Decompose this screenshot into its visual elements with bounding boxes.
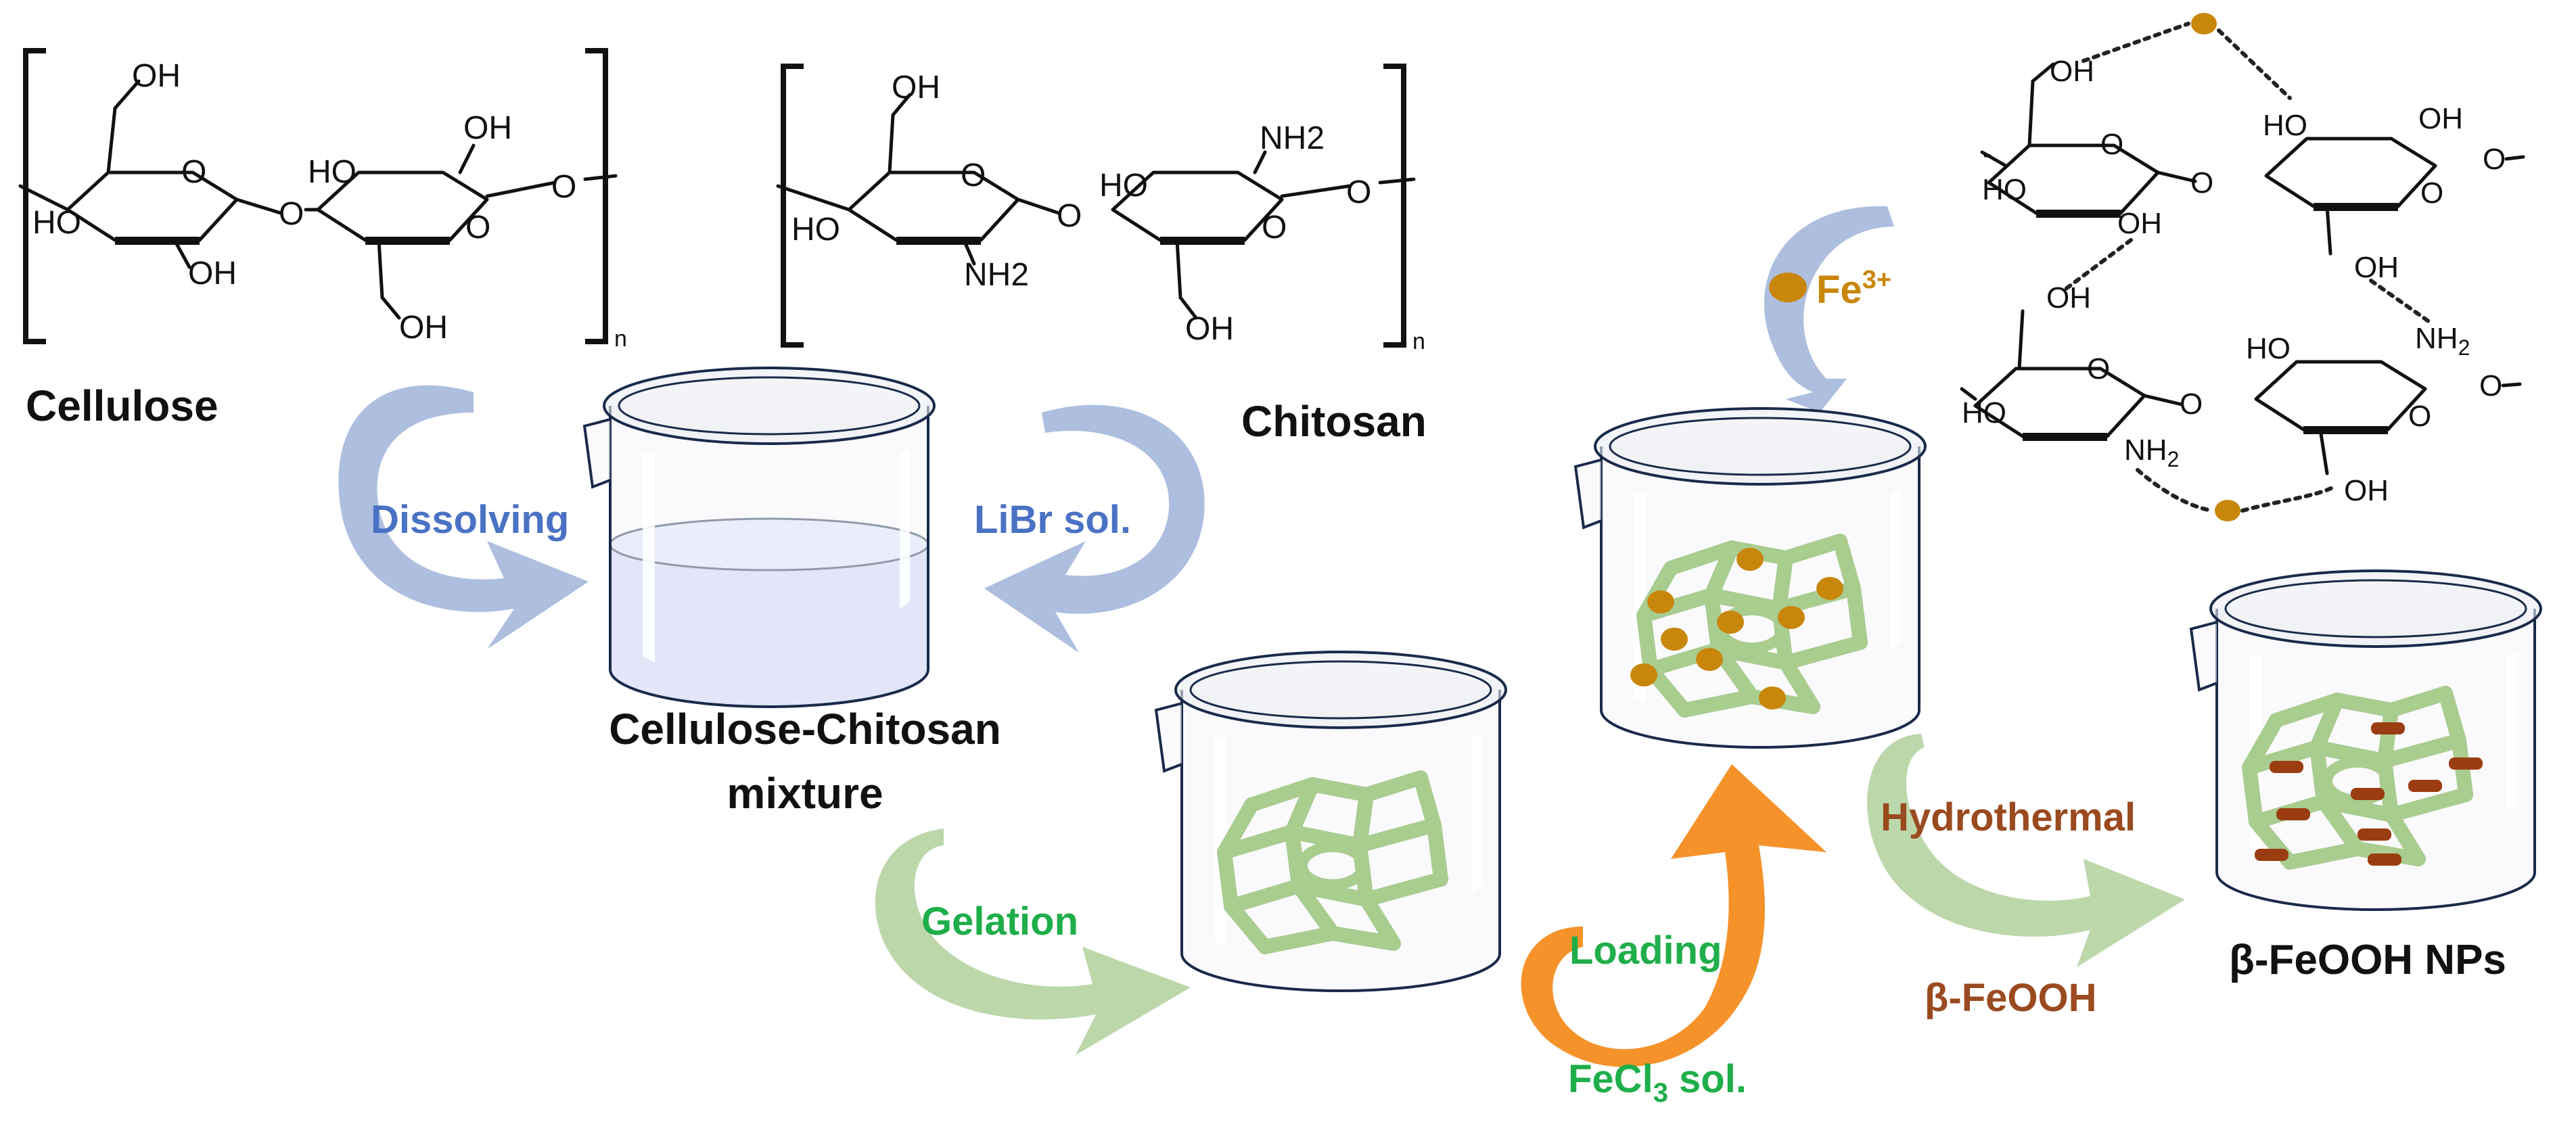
beaker-icon bbox=[583, 367, 936, 708]
libr-label: LiBr sol. bbox=[974, 498, 1131, 542]
gelation-arrow-icon bbox=[875, 828, 1191, 1055]
cellulose-structure: n OH O HO OH O HO OH O O OH bbox=[18, 48, 627, 352]
cellulose-oh-1: OH bbox=[132, 58, 181, 94]
mixture-label-line1: Cellulose-Chitosan bbox=[609, 705, 1001, 753]
cellulose-label: Cellulose bbox=[26, 381, 218, 430]
fe3-dot-icon bbox=[1769, 273, 1807, 302]
fe3-legend: Fe3+ bbox=[1769, 266, 1891, 312]
complex-o-2: O bbox=[2420, 177, 2443, 210]
libr-arrow-icon bbox=[984, 404, 1205, 653]
complex-oh-2: OH bbox=[2117, 207, 2162, 240]
dissolving-label: Dissolving bbox=[371, 498, 569, 542]
cellulose-ho-1: HO bbox=[32, 205, 81, 241]
feooh-beaker bbox=[2190, 569, 2542, 911]
loading-arrow-icon bbox=[1521, 764, 1826, 1067]
complex-fe-dot-bottom bbox=[2215, 500, 2240, 521]
chitosan-structure: n OH O HO NH2 O HO NH2 O O OH bbox=[776, 64, 1425, 354]
chitosan-label: Chitosan bbox=[1241, 397, 1427, 446]
mixture-label-line2: mixture bbox=[727, 769, 883, 818]
cellulose-n-subscript: n bbox=[614, 326, 627, 352]
chitosan-o-link: O bbox=[1057, 198, 1082, 234]
cellulose-oh-3: OH bbox=[463, 110, 512, 146]
dissolving-arrow-icon bbox=[338, 385, 589, 649]
complex-o-4: O bbox=[2408, 400, 2431, 433]
hydrothermal-label: Hydrothermal bbox=[1881, 795, 2136, 839]
cellulose-o-2: O bbox=[465, 210, 490, 246]
complex-oh-3: OH bbox=[2418, 102, 2463, 135]
fe3-dots bbox=[1630, 548, 1843, 709]
chitosan-nh2-2: NH2 bbox=[1260, 120, 1325, 156]
chitosan-o-2: O bbox=[1262, 210, 1287, 246]
fe3-arrow-icon bbox=[1764, 206, 1894, 413]
gel-beaker bbox=[1155, 651, 1507, 992]
cellulose-o-link: O bbox=[279, 196, 304, 232]
complex-o-link-2: O bbox=[2180, 388, 2203, 421]
cellulose-o-end: O bbox=[551, 169, 576, 205]
complex-nh2-2: NH2 bbox=[2415, 322, 2470, 360]
hydrothermal-arrow-icon bbox=[1867, 734, 2185, 967]
complex-fe-dot-top bbox=[2191, 13, 2217, 34]
gelation-label: Gelation bbox=[921, 899, 1078, 943]
fe3-label: Fe3+ bbox=[1816, 266, 1891, 312]
complex-ho-4: HO bbox=[2246, 332, 2291, 365]
chitosan-o-end: O bbox=[1346, 174, 1371, 210]
chitosan-right-bracket bbox=[1383, 64, 1406, 348]
chitosan-left-bracket bbox=[781, 64, 804, 348]
complex-o-3: O bbox=[2087, 352, 2110, 385]
cellulose-right-bracket bbox=[585, 48, 608, 344]
complex-oh-6: OH bbox=[2344, 474, 2389, 507]
cellulose-oh-2: OH bbox=[188, 256, 237, 291]
chitosan-oh-2: OH bbox=[1185, 311, 1234, 347]
complex-ho-1: HO bbox=[1982, 173, 2027, 206]
cellulose-ring-1 bbox=[68, 172, 237, 245]
cellulose-ho-2: HO bbox=[308, 154, 356, 190]
chitosan-oh-1: OH bbox=[892, 70, 940, 106]
chitosan-ring-1 bbox=[849, 172, 1018, 245]
feooh-arrow-label: β-FeOOH bbox=[1925, 976, 2097, 1020]
chitosan-n-subscript: n bbox=[1412, 329, 1425, 354]
chitosan-nh2-1: NH2 bbox=[964, 257, 1029, 293]
complex-o-end-2: O bbox=[2479, 369, 2502, 402]
complex-o-link-1: O bbox=[2190, 166, 2213, 200]
complex-o-1: O bbox=[2100, 128, 2123, 161]
feooh-rods bbox=[2255, 722, 2483, 866]
chitosan-o-1: O bbox=[961, 158, 986, 193]
fe-loaded-beaker bbox=[1574, 407, 1927, 749]
chitosan-ho-2: HO bbox=[1099, 168, 1148, 204]
complex-ho-3: HO bbox=[1962, 396, 2006, 429]
feooh-nps-label: β-FeOOH NPs bbox=[2229, 937, 2506, 983]
complex-o-end-1: O bbox=[2483, 143, 2506, 176]
beaker-icon bbox=[2190, 569, 2542, 911]
cellulose-left-bracket bbox=[23, 48, 46, 344]
fe-complex-structure: OH O HO OH O HO OH O O OH OH O HO NH2 O … bbox=[1960, 13, 2525, 521]
complex-nh2-1: NH2 bbox=[2124, 434, 2179, 471]
cellulose-oh-4: OH bbox=[399, 310, 448, 346]
complex-oh-4: OH bbox=[2354, 251, 2399, 284]
chitosan-ho-1: HO bbox=[791, 212, 840, 248]
mixture-beaker bbox=[583, 367, 936, 708]
complex-ho-2: HO bbox=[2263, 109, 2307, 142]
cellulose-o-1: O bbox=[181, 154, 206, 190]
loading-label: Loading bbox=[1569, 929, 1722, 973]
fecl3-label: FeCl3 sol. bbox=[1568, 1057, 1747, 1108]
